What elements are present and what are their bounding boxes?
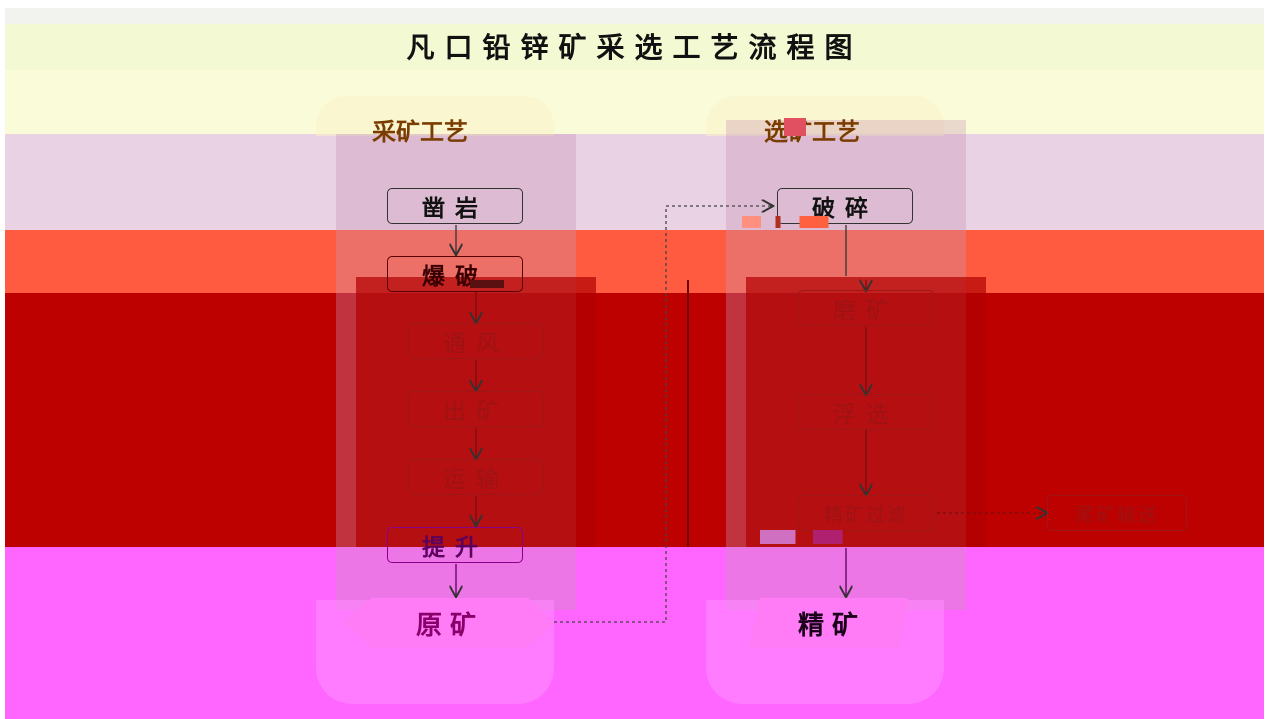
step-filtration: 精矿过滤 <box>798 495 934 531</box>
step-mucking: 出矿 <box>408 391 544 427</box>
band-magenta <box>5 547 1264 719</box>
mining-heading: 采矿工艺 <box>372 117 468 146</box>
band-yellow-2 <box>5 70 1264 134</box>
glitch-artifact-3 <box>760 530 878 544</box>
glitch-artifact-4 <box>784 118 806 136</box>
step-transport: 运输 <box>408 459 544 495</box>
band-lilac <box>5 134 1264 230</box>
band-red <box>5 293 1264 547</box>
step-ventilation: 通风 <box>408 323 544 359</box>
step-drilling: 凿岩 <box>387 188 523 224</box>
band-grey <box>5 8 1264 24</box>
processing-heading: 选矿工艺 <box>764 117 860 146</box>
glitch-artifact-2 <box>470 280 504 288</box>
glitch-artifact-1 <box>742 216 838 228</box>
processing-panel-top <box>706 96 944 136</box>
step-blasting: 爆破 <box>387 256 523 292</box>
page-title: 凡口铅锌矿采选工艺流程图 <box>406 31 863 64</box>
step-hoisting: 提升 <box>387 527 523 563</box>
band-yellow-1 <box>5 24 1264 70</box>
step-grinding: 磨矿 <box>798 290 934 326</box>
mining-panel-top <box>316 96 554 136</box>
band-orange <box>5 230 1264 293</box>
step-tailings: 尾矿输送 <box>1047 495 1187 531</box>
raw-ore-product: 原矿 <box>415 610 484 641</box>
overlay-block-right <box>746 277 986 547</box>
concentrate-product: 精矿 <box>797 610 866 641</box>
step-flotation: 浮选 <box>798 394 934 430</box>
